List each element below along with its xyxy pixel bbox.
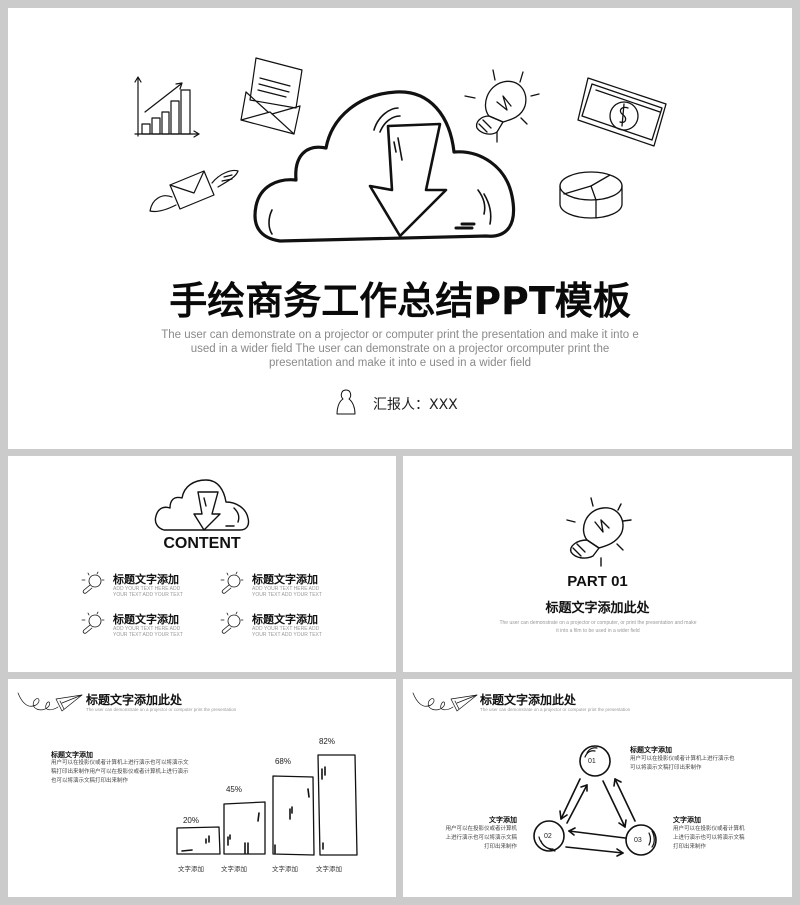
bar-chart-icon (134, 76, 200, 138)
slide-header-subtitle: The user can demonstrate on a projector … (86, 707, 237, 712)
slide-part-01[interactable]: PART 01 标题文字添加此处 The user can demonstrat… (403, 456, 792, 672)
cycle-block-title: 标题文字添加 (630, 746, 672, 754)
person-icon (336, 389, 356, 415)
pie-chart-icon (559, 171, 623, 219)
cover-description: The user can demonstrate on a projector … (161, 329, 639, 369)
cycle-node-01: 01 (588, 758, 596, 765)
cycle-node-03: 03 (634, 837, 642, 844)
part-number: PART 01 (567, 573, 628, 590)
text-block-body: 用户可以在投影仪或者计算机上进行演示也可以将演示文稿打印出来制作用户可以在投影仪… (51, 760, 189, 784)
slide-bar-chart[interactable]: 标题文字添加此处 The user can demonstrate on a p… (8, 679, 396, 897)
lightbulb-icon (220, 611, 244, 634)
lightbulb-icon (464, 69, 540, 143)
contents-item-subtitle: ADD YOUR TEXT HERE ADD YOUR TEXT ADD YOU… (113, 586, 183, 598)
cloud-download-icon (154, 479, 250, 531)
slide-cycle[interactable]: 标题文字添加此处 The user can demonstrate on a p… (403, 679, 792, 897)
contents-item[interactable]: 标题文字添加 ADD YOUR TEXT HERE ADD YOUR TEXT … (78, 568, 208, 598)
bar-label: 文字添加 (272, 865, 298, 873)
slide-header-title: 标题文字添加此处 (480, 693, 577, 707)
contents-item-title: 标题文字添加 (252, 613, 318, 626)
text-block-title: 标题文字添加 (51, 751, 93, 759)
cycle-block-body: 用户可以在投影仪或者计算机上进行演示也可以将演示文稿打印出来制作 (445, 826, 517, 850)
part-description: The user can demonstrate on a projector … (499, 620, 697, 634)
lightbulb-icon (81, 611, 105, 634)
cycle-block-body: 用户可以在投影仪或者计算机上进行演示也可以将演示文稿打印出来制作 (673, 826, 745, 850)
contents-item-title: 标题文字添加 (113, 613, 179, 626)
lightbulb-icon (220, 571, 244, 594)
cloud-download-icon (253, 90, 516, 243)
cover-title: 手绘商务工作总结PPT模板 (169, 279, 631, 323)
lightbulb-icon (81, 571, 105, 594)
paper-plane-doodle-icon (412, 692, 478, 712)
money-bill-icon (577, 77, 667, 147)
cycle-block-title: 文字添加 (489, 816, 517, 824)
envelope-letter-icon (240, 57, 303, 135)
slide-header-subtitle: The user can demonstrate on a projector … (480, 707, 631, 712)
slide-contents[interactable]: CONTENT 标题文字添加 ADD YOUR TEXT HERE ADD YO… (8, 456, 396, 672)
contents-item[interactable]: 标题文字添加 ADD YOUR TEXT HERE ADD YOUR TEXT … (78, 608, 208, 638)
contents-item[interactable]: 标题文字添加 ADD YOUR TEXT HERE ADD YOUR TEXT … (217, 568, 347, 598)
cycle-block-title: 文字添加 (673, 816, 701, 824)
contents-title: CONTENT (163, 535, 241, 552)
cycle-diagram (533, 745, 657, 857)
contents-item-subtitle: ADD YOUR TEXT HERE ADD YOUR TEXT ADD YOU… (252, 586, 322, 598)
bar-label: 文字添加 (221, 865, 247, 873)
bar-value: 45% (225, 785, 242, 794)
bar-label: 文字添加 (316, 865, 342, 873)
contents-item-title: 标题文字添加 (252, 573, 318, 586)
lightbulb-icon (566, 497, 632, 567)
winged-envelope-icon (149, 169, 239, 213)
slide-cover[interactable]: 手绘商务工作总结PPT模板 The user can demonstrate o… (8, 8, 792, 449)
slide-header-title: 标题文字添加此处 (86, 693, 183, 707)
cycle-block-body: 用户可以在投影仪或者计算机上进行演示也可以将演示文稿打印出来制作 (630, 756, 735, 771)
part-title: 标题文字添加此处 (545, 601, 650, 616)
bar-value: 20% (182, 816, 199, 825)
bar-value: 68% (274, 757, 291, 766)
contents-item[interactable]: 标题文字添加 ADD YOUR TEXT HERE ADD YOUR TEXT … (217, 608, 347, 638)
bar-label: 文字添加 (178, 865, 204, 873)
reporter-label: 汇报人：XXX (373, 397, 458, 413)
bar-chart (176, 754, 358, 856)
contents-item-title: 标题文字添加 (113, 573, 179, 586)
contents-item-subtitle: ADD YOUR TEXT HERE ADD YOUR TEXT ADD YOU… (252, 626, 322, 638)
bar-value: 82% (318, 737, 335, 746)
cycle-node-02: 02 (544, 833, 552, 840)
contents-item-subtitle: ADD YOUR TEXT HERE ADD YOUR TEXT ADD YOU… (113, 626, 183, 638)
paper-plane-doodle-icon (17, 692, 83, 712)
